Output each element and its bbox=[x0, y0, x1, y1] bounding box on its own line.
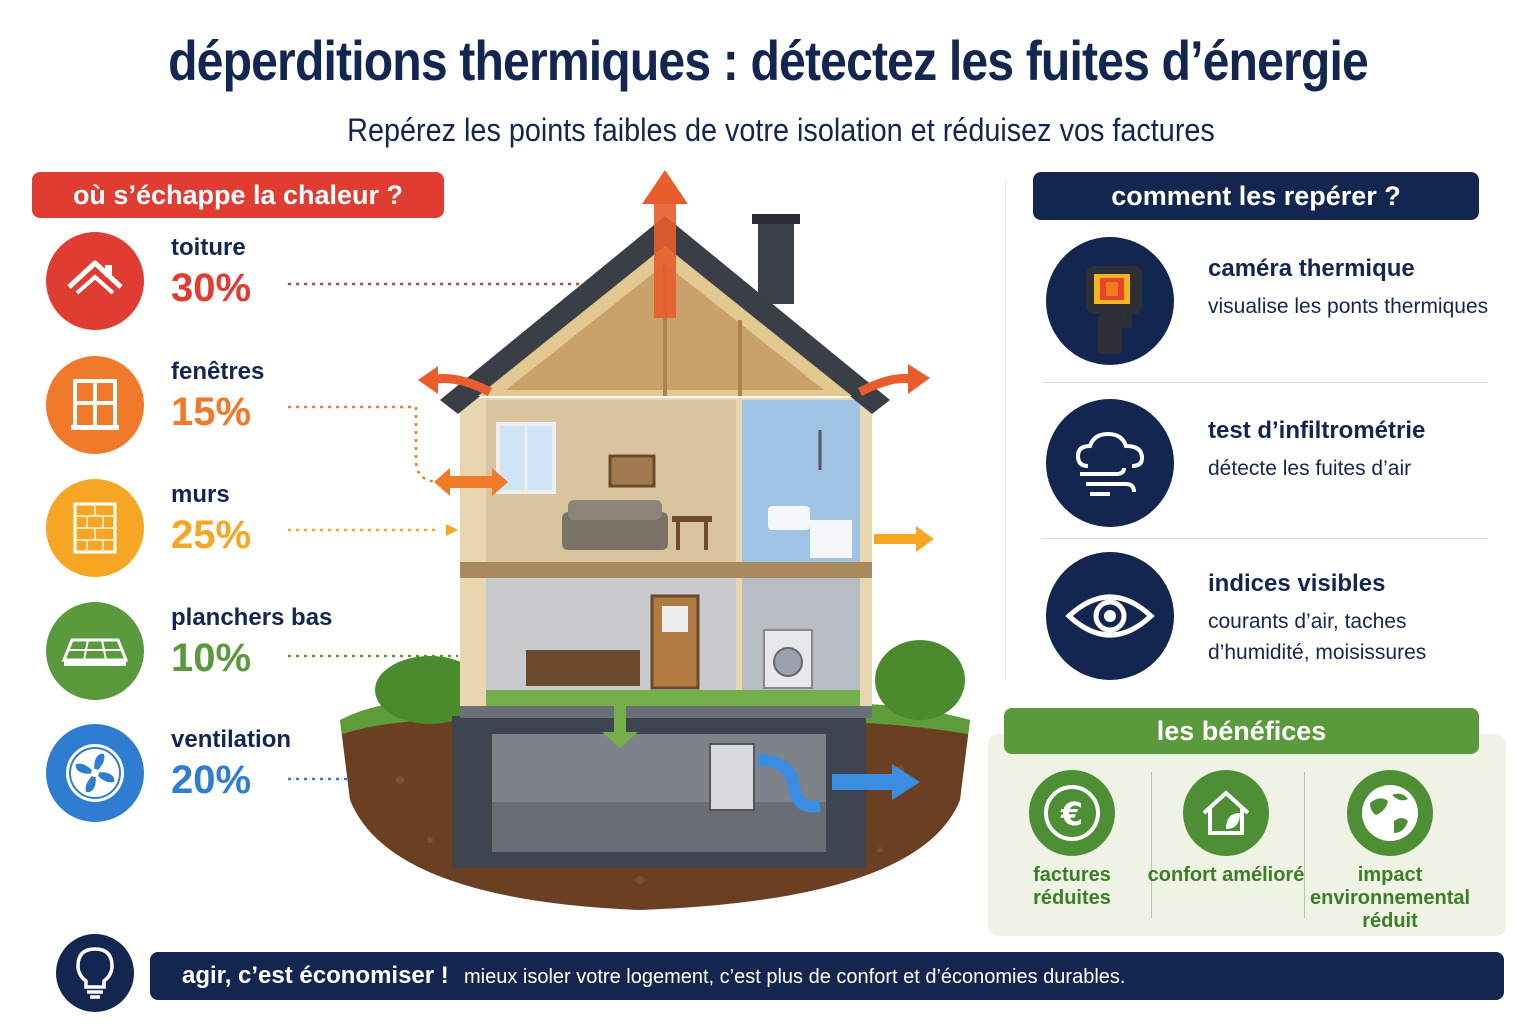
detect-title: indices visibles bbox=[1208, 570, 1386, 597]
loss-value: 25% bbox=[171, 513, 252, 557]
page-subtitle: Repérez les points faibles de votre isol… bbox=[347, 112, 1215, 148]
detect-item-camera: caméra thermique visualise les ponts the… bbox=[1046, 237, 1496, 377]
benefit-confort: confort amélioré bbox=[1146, 770, 1306, 930]
brick-wall-icon bbox=[46, 479, 144, 577]
house-leaf-icon bbox=[1183, 770, 1269, 856]
euro-icon: € bbox=[1029, 770, 1115, 856]
lightbulb-icon bbox=[56, 934, 134, 1012]
loss-label: ventilation bbox=[171, 726, 292, 753]
loss-label: toiture bbox=[171, 234, 246, 261]
footer-text: mieux isoler votre logement, c’est plus … bbox=[464, 966, 1126, 988]
globe-leaf-icon bbox=[1347, 770, 1433, 856]
divider bbox=[1042, 538, 1488, 539]
benefit-label: confort amélioré bbox=[1147, 864, 1305, 886]
roof-icon bbox=[46, 232, 144, 330]
benefits-heading: les bénéfices bbox=[1004, 708, 1479, 754]
column-divider bbox=[1005, 180, 1006, 680]
eye-icon bbox=[1046, 552, 1174, 680]
detect-desc: détecte les fuites d’air bbox=[1208, 457, 1412, 480]
svg-text:€: € bbox=[1060, 795, 1083, 833]
loss-item-murs: murs 25% bbox=[46, 479, 466, 579]
detect-desc: visualise les ponts thermiques bbox=[1208, 295, 1489, 318]
loss-label: murs bbox=[171, 481, 230, 508]
detect-title: test d’infiltrométrie bbox=[1208, 417, 1426, 444]
divider bbox=[1304, 772, 1305, 918]
detection-heading: comment les repérer ? bbox=[1033, 172, 1479, 220]
loss-item-planchers: planchers bas 10% bbox=[46, 602, 466, 702]
fan-icon bbox=[46, 724, 144, 822]
page-title: déperditions thermiques : détectez les f… bbox=[168, 29, 1369, 92]
loss-label: planchers bas bbox=[171, 604, 333, 631]
heat-loss-heading: où s’échappe la chaleur ? bbox=[32, 172, 444, 218]
benefit-environnement: impact environnemental réduit bbox=[1310, 770, 1471, 932]
loss-label: fenêtres bbox=[171, 358, 265, 385]
benefit-factures: € factures réduites bbox=[992, 770, 1152, 930]
floor-icon bbox=[46, 602, 144, 700]
cloud-wind-icon bbox=[1046, 399, 1174, 527]
detect-desc: courants d’air, taches d’humidité, moisi… bbox=[1208, 610, 1427, 664]
benefit-label: impact environnemental réduit bbox=[1310, 864, 1471, 932]
divider bbox=[1151, 772, 1152, 918]
thermal-camera-icon bbox=[1046, 237, 1174, 365]
loss-value: 30% bbox=[171, 266, 252, 310]
loss-item-fenetres: fenêtres 15% bbox=[46, 356, 466, 456]
loss-item-ventilation: ventilation 20% bbox=[46, 724, 466, 824]
loss-value: 20% bbox=[171, 758, 252, 802]
loss-item-toiture: toiture 30% bbox=[46, 232, 466, 332]
loss-value: 10% bbox=[171, 636, 252, 680]
detect-item-indices: indices visibles courants d’air, taches … bbox=[1046, 552, 1496, 692]
detect-title: caméra thermique bbox=[1208, 255, 1415, 282]
house-cutaway-illustration bbox=[340, 170, 970, 910]
footer-banner bbox=[150, 952, 1504, 1000]
loss-value: 15% bbox=[171, 390, 252, 434]
window-icon bbox=[46, 356, 144, 454]
benefit-label: factures réduites bbox=[1033, 864, 1111, 909]
detect-item-infiltrometrie: test d’infiltrométrie détecte les fuites… bbox=[1046, 399, 1496, 539]
divider bbox=[1042, 382, 1488, 383]
footer-headline: agir, c’est économiser ! bbox=[182, 962, 449, 989]
